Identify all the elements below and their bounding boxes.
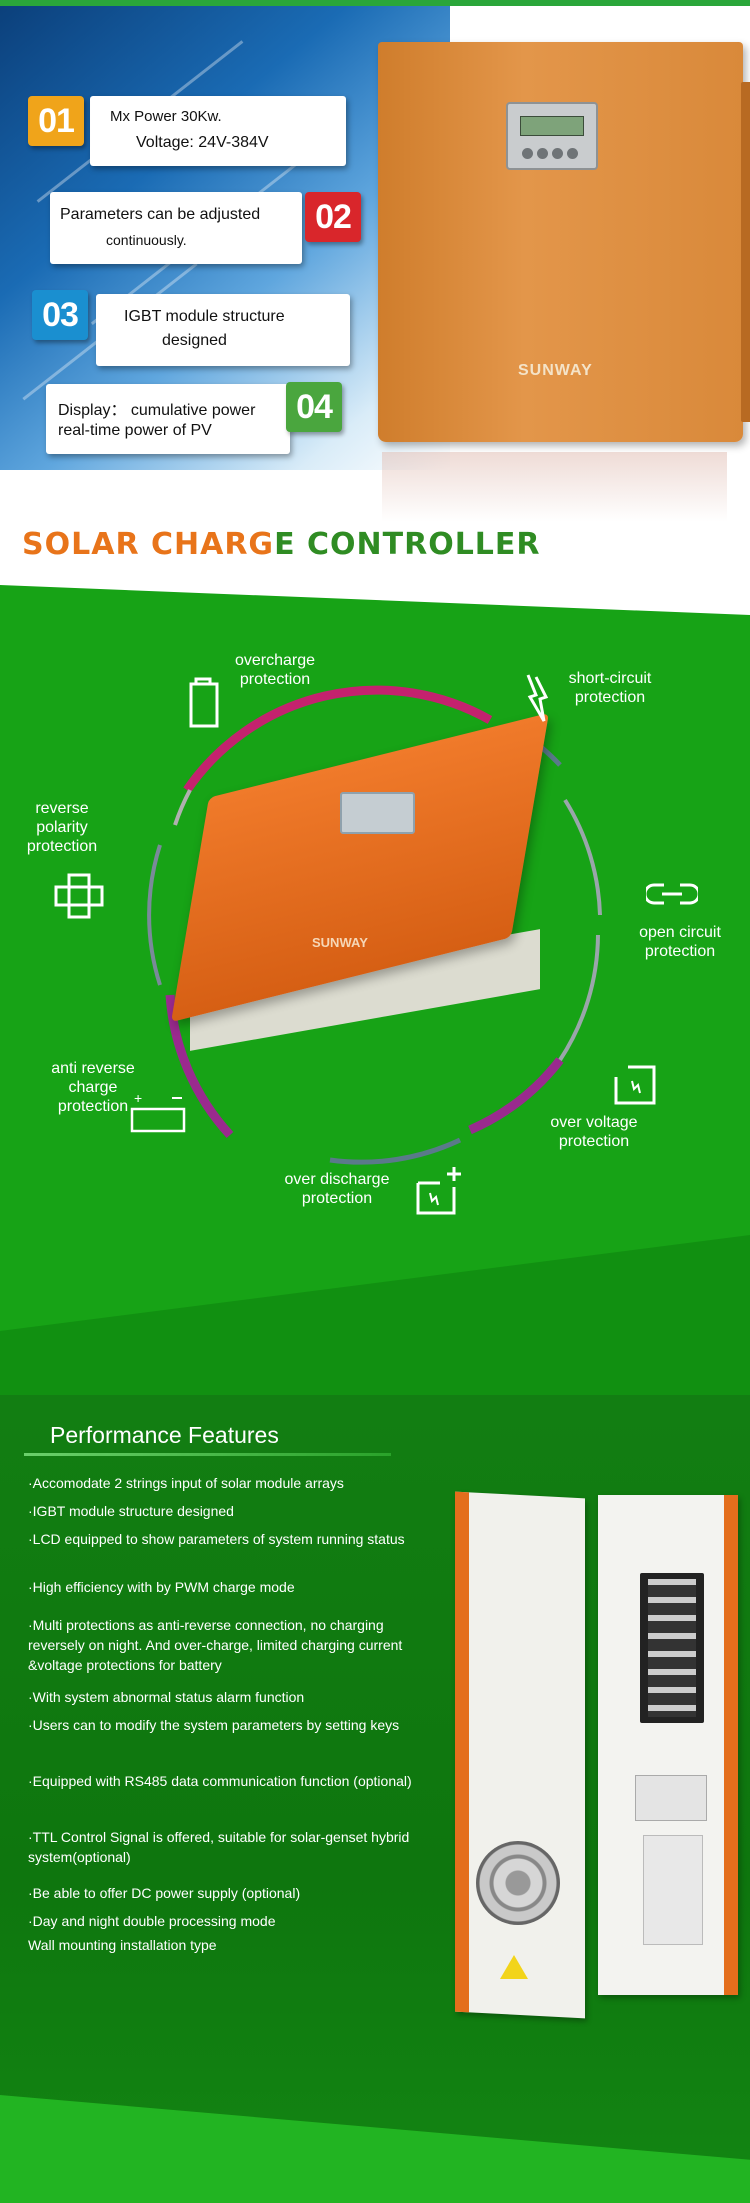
cooling-fan-icon bbox=[476, 1841, 560, 1925]
section-diagonal-bottom bbox=[0, 2095, 750, 2203]
feature-item: ·Users can to modify the system paramete… bbox=[28, 1717, 400, 1733]
card-4-line2: real-time power of PV bbox=[58, 422, 212, 439]
title-underline bbox=[24, 1453, 391, 1456]
lcd-screen bbox=[520, 116, 584, 136]
cross-connector-icon bbox=[54, 873, 104, 919]
feature-item: ·Day and night double processing mode bbox=[28, 1913, 276, 1929]
hero-section: Mx Power 30Kw. Voltage: 24V-384V 01 Para… bbox=[0, 0, 750, 585]
controller-brand-logo: SUNWAY bbox=[312, 935, 368, 950]
performance-title: Performance Features bbox=[50, 1422, 279, 1448]
lcd-panel bbox=[506, 102, 598, 170]
cabinet-door-panel bbox=[455, 1491, 585, 2019]
card-2-line1: Parameters can be adjusted bbox=[60, 206, 261, 223]
performance-features-section: Performance Features ·Accomodate 2 strin… bbox=[0, 1395, 750, 2203]
warning-triangle-icon bbox=[500, 1955, 528, 1979]
charge-controller-product-image: SUNWAY bbox=[378, 42, 750, 442]
title-green-part: E CONTROLLER bbox=[274, 527, 541, 562]
feature-item: ·Accomodate 2 strings input of solar mod… bbox=[28, 1475, 344, 1491]
page-title: SOLAR CHARGE CONTROLLER bbox=[22, 527, 541, 562]
feature-item: ·With system abnormal status alarm funct… bbox=[28, 1689, 305, 1705]
card-1-line2: Voltage: 24V-384V bbox=[136, 134, 269, 151]
hero-top-bar bbox=[0, 0, 750, 6]
badge-02: 02 bbox=[305, 192, 361, 242]
card-3-line2: designed bbox=[162, 332, 227, 349]
brand-logo: SUNWAY bbox=[518, 362, 593, 379]
feature-item: ·TTL Control Signal is offered, suitable… bbox=[28, 1829, 410, 1865]
feature-item: ·Be able to offer DC power supply (optio… bbox=[28, 1885, 301, 1901]
badge-03: 03 bbox=[32, 290, 88, 340]
feature-item: Wall mounting installation type bbox=[28, 1937, 217, 1953]
card-4-line1: Display： cumulative power bbox=[58, 402, 256, 419]
lightning-icon bbox=[526, 674, 549, 722]
controller-lcd bbox=[340, 792, 415, 834]
discharge-meter-icon bbox=[416, 1167, 461, 1215]
card-2-line2: continuously. bbox=[106, 232, 187, 248]
card-1-line1: Mx Power 30Kw. bbox=[110, 108, 222, 125]
title-orange-part: SOLAR CHARG bbox=[22, 527, 275, 562]
badge-04: 04 bbox=[286, 382, 342, 432]
lcd-buttons bbox=[522, 148, 578, 159]
battery-plus-minus-icon: + bbox=[130, 1090, 186, 1133]
svg-text:+: + bbox=[134, 1090, 142, 1106]
voltage-meter-icon bbox=[614, 1065, 656, 1105]
feature-item: ·Multi protections as anti-reverse conne… bbox=[28, 1617, 403, 1673]
badge-01: 01 bbox=[28, 96, 84, 146]
feature-item: ·IGBT module structure designed bbox=[28, 1503, 234, 1519]
battery-icon bbox=[189, 677, 219, 728]
feature-item: ·High efficiency with by PWM charge mode bbox=[28, 1579, 295, 1595]
product-reflection bbox=[382, 452, 727, 522]
feature-card-1: Mx Power 30Kw. Voltage: 24V-384V bbox=[90, 96, 346, 166]
feature-item: ·LCD equipped to show parameters of syst… bbox=[28, 1531, 405, 1547]
nameplate-label bbox=[635, 1775, 707, 1821]
terminal-block bbox=[640, 1573, 704, 1723]
feature-card-4: Display： cumulative power real-time powe… bbox=[46, 384, 290, 454]
card-3-line1: IGBT module structure bbox=[124, 308, 285, 325]
feature-card-2: Parameters can be adjusted continuously. bbox=[50, 192, 302, 264]
feature-item: ·Equipped with RS485 data communication … bbox=[28, 1773, 412, 1789]
circuit-breaker bbox=[643, 1835, 703, 1945]
feature-card-3: IGBT module structure designed bbox=[96, 294, 350, 366]
link-icon bbox=[646, 883, 698, 905]
